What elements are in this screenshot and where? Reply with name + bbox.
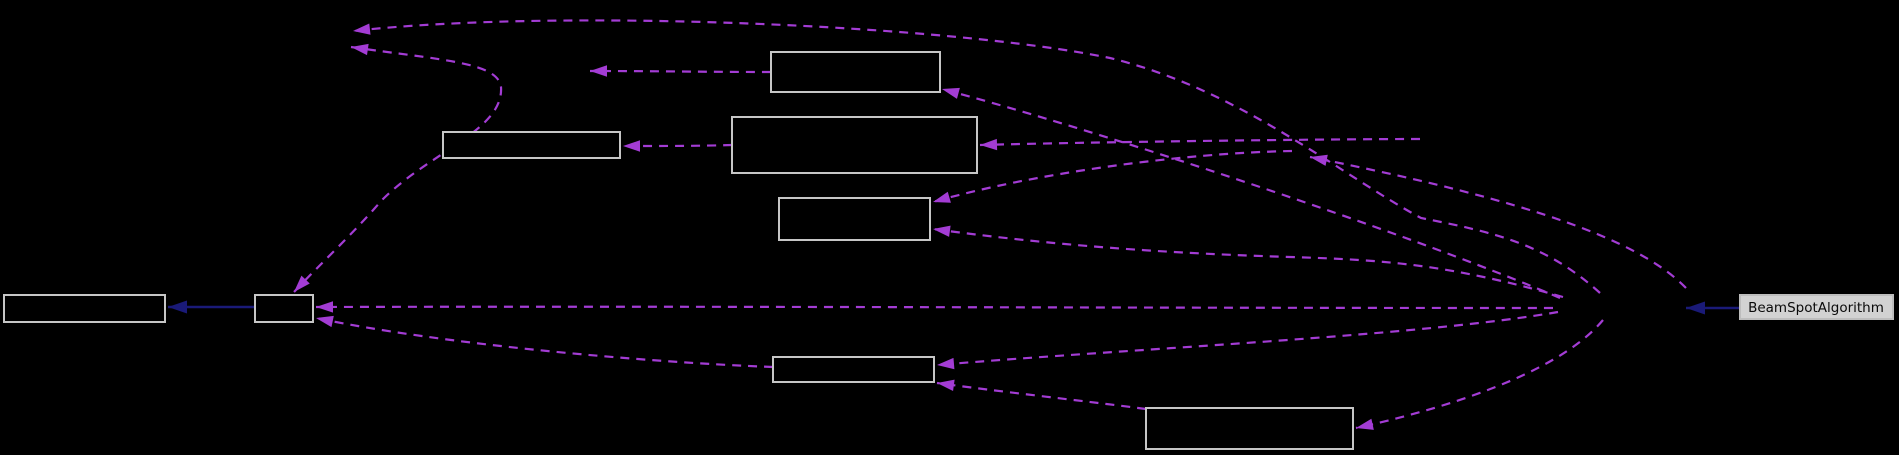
node-small[interactable]	[254, 294, 314, 323]
node-bottom[interactable]	[1145, 407, 1354, 450]
edge-upper-right-diagonal	[1309, 154, 1687, 289]
edge-from-top-box-left	[589, 65, 772, 77]
edge-lowermid-to-small-box	[315, 315, 774, 369]
edge-to-top-box	[941, 87, 1561, 300]
edge-to-mid-box-upper	[932, 149, 1293, 204]
edge-right-c-arc-to-bottom	[1355, 319, 1604, 430]
node-beamspot-box[interactable]	[1739, 294, 1894, 320]
edge-center-to-left-mid	[622, 140, 733, 152]
edge-to-mid-box-lower	[932, 225, 1564, 299]
edge-long-horizontal	[315, 301, 1554, 313]
node-top[interactable]	[770, 51, 941, 93]
node-lower-mid[interactable]	[772, 356, 935, 383]
edge-to-lower-mid-upper	[936, 310, 1559, 370]
edge-bottom-to-lower-mid	[936, 379, 1147, 411]
node-left-mid[interactable]	[442, 131, 621, 159]
node-far-left[interactable]	[3, 294, 166, 323]
node-beamspot-label: BeamSpotAlgorithm	[1748, 300, 1884, 316]
edge-hairpin-to-small-box	[293, 43, 503, 293]
edge-to-center-box	[979, 137, 1421, 151]
node-mid[interactable]	[778, 197, 931, 241]
node-beamspot[interactable]: BeamSpotAlgorithm	[1739, 294, 1894, 320]
node-center[interactable]	[731, 116, 978, 174]
edge-top-arc	[352, 19, 1601, 294]
